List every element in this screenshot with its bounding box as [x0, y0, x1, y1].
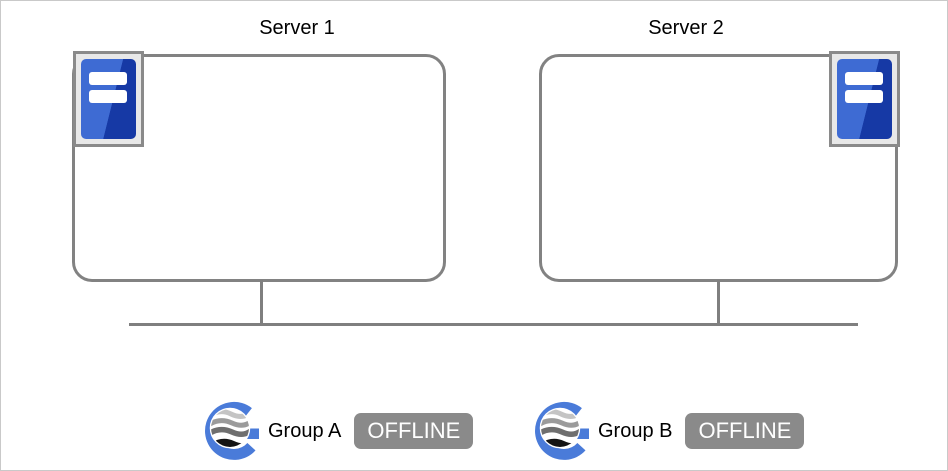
server-1-drop-line: [260, 280, 263, 325]
server-1-label: Server 1: [259, 17, 335, 39]
server-2-label: Server 2: [648, 17, 724, 39]
server-tower-slot: [845, 72, 883, 85]
server-tower-icon: [81, 59, 136, 139]
server-2-drop-line: [717, 280, 720, 325]
group-b-status-badge[interactable]: OFFLINE: [685, 413, 805, 449]
server-tower-icon: [837, 59, 892, 139]
network-bus-line: [129, 323, 858, 326]
group-icon: [205, 401, 259, 460]
group-a-status-badge[interactable]: OFFLINE: [354, 413, 474, 449]
server-2-computer-icon: [829, 51, 900, 147]
group-a-label: Group A: [268, 419, 342, 442]
group-icon: [535, 401, 589, 460]
server-tower-slot: [89, 90, 127, 103]
server-tower-slot: [845, 90, 883, 103]
group-b-label: Group B: [598, 419, 673, 442]
server-1-computer-icon: [73, 51, 144, 147]
server-tower-slot: [89, 72, 127, 85]
group-b-row[interactable]: Group B OFFLINE: [534, 401, 805, 461]
group-a-row[interactable]: Group A OFFLINE: [204, 401, 474, 461]
